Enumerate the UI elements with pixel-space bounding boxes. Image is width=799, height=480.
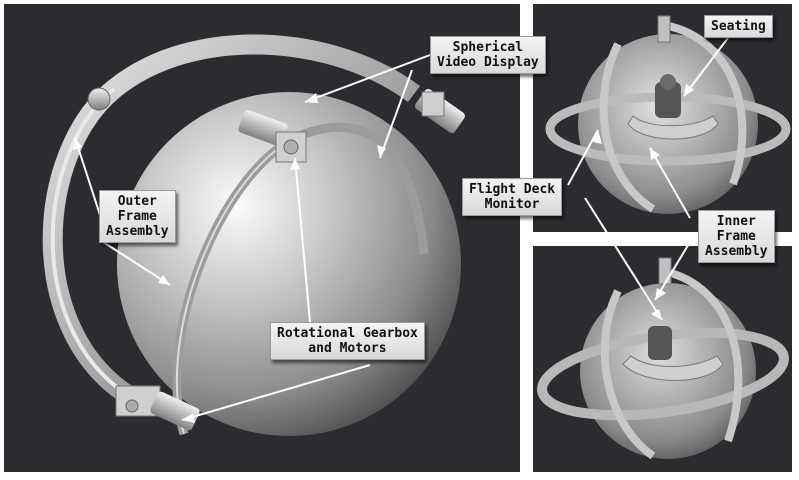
callout-seating: Seating: [704, 15, 773, 38]
callout-outer-frame-assembly: Outer Frame Assembly: [99, 190, 176, 243]
top-right-illustration-panel: [533, 4, 792, 232]
simulator-main-render: [42, 34, 465, 436]
cutaway-render-top: [545, 15, 791, 214]
seat-lower: [648, 326, 672, 360]
seat: [655, 82, 681, 118]
gear-top-left: [87, 87, 111, 111]
bottom-right-illustration-panel: [533, 246, 792, 472]
callout-inner-frame-assembly: Inner Frame Assembly: [698, 210, 775, 263]
motor-right: [415, 88, 465, 134]
callout-spherical-video-display: Spherical Video Display: [430, 36, 546, 74]
motor-top: [238, 109, 307, 163]
callout-flight-deck-monitor: Flight Deck Monitor: [462, 178, 563, 216]
flight-deck-console: [627, 115, 719, 140]
cutaway-render-bottom: [537, 257, 789, 460]
callout-rotational-gearbox-motors: Rotational Gearbox and Motors: [270, 322, 425, 360]
main-illustration-panel: [4, 4, 520, 472]
